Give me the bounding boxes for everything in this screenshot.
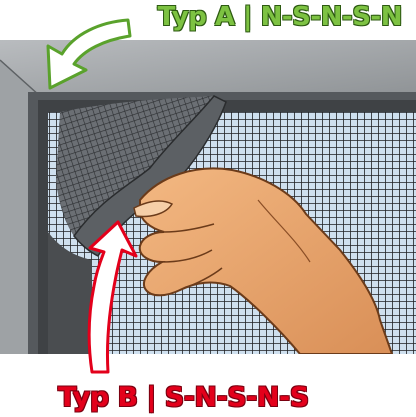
window-sill [0, 354, 416, 417]
type-a-label: Typ A | N-S-N-S-N [157, 2, 403, 32]
red-curved-arrow-icon [87, 220, 138, 374]
peeled-mesh-corner [48, 95, 227, 354]
green-curved-arrow-icon [46, 18, 132, 90]
type-b-label: Typ B | S-N-S-N-S [58, 382, 309, 413]
hand-illustration [133, 167, 394, 355]
